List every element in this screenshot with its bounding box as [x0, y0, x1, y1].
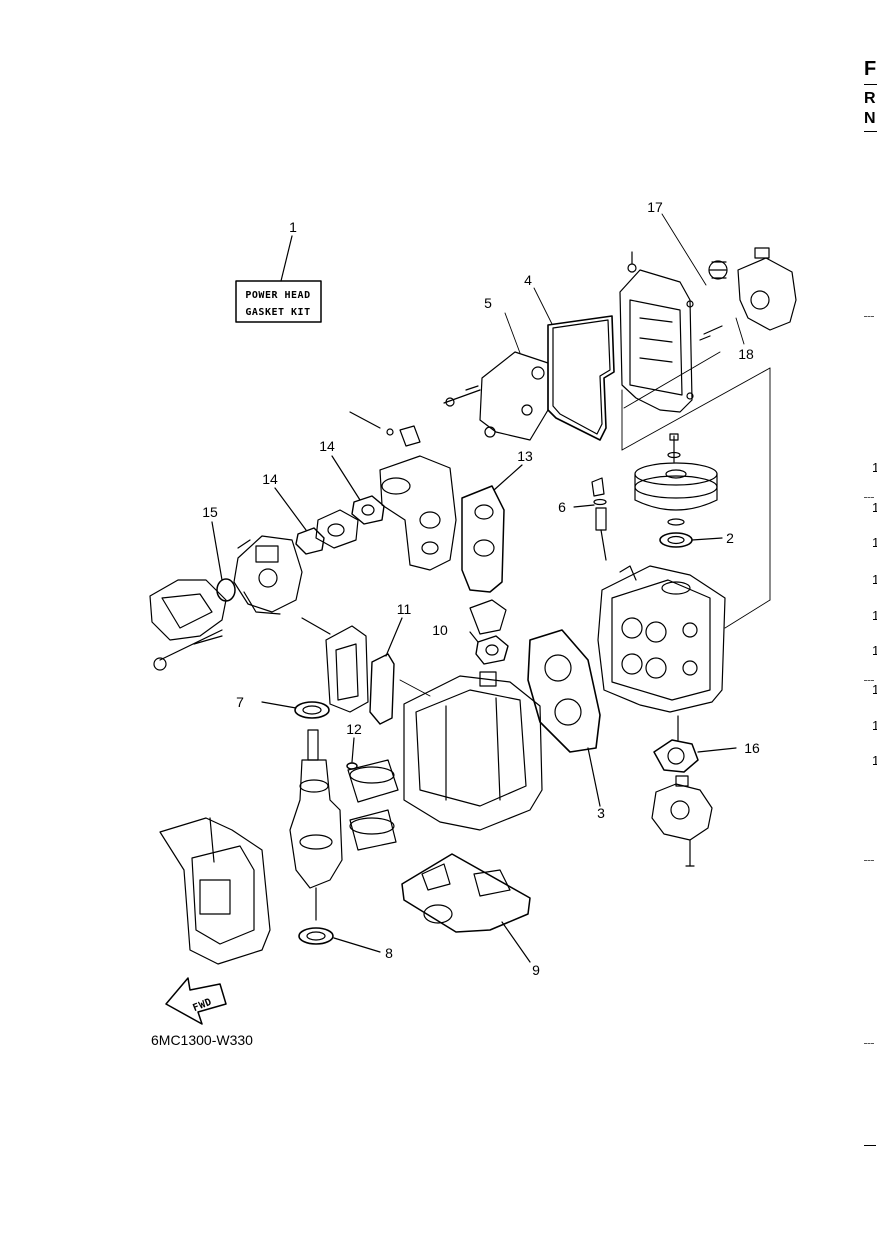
oil-seal-7: [261, 701, 330, 719]
callout-14-lower: 14: [262, 471, 278, 487]
edge-rule-2: [864, 131, 877, 132]
edge-number-1: 1: [872, 460, 877, 475]
callout-9: 9: [532, 962, 540, 978]
edge-dash-4: [864, 860, 874, 861]
gasket-14-upper: [331, 455, 385, 525]
guide-lines-top: [621, 351, 771, 629]
edge-rule-3: [864, 1145, 876, 1146]
valve-part-6: [573, 477, 607, 561]
gasket-16: [653, 715, 737, 773]
silencer-part: [149, 579, 227, 671]
cover-gasket-4: [547, 315, 615, 441]
callout-16: 16: [744, 740, 760, 756]
edge-number-2: 1: [872, 500, 877, 515]
small-seal-12: [346, 737, 358, 770]
power-head-gasket-kit-label: [235, 235, 322, 323]
cylinder-block-part: [399, 671, 543, 831]
head-gasket-3: [527, 629, 601, 807]
fwd-arrow: [165, 977, 227, 1025]
carburetor-part: [233, 535, 303, 615]
callout-12: 12: [346, 721, 362, 737]
cylinder-head-part: [597, 565, 726, 713]
callout-17: 17: [647, 199, 663, 215]
edge-number-6: 1: [872, 643, 877, 658]
edge-dash-2: [864, 497, 874, 498]
callout-18: 18: [738, 346, 754, 362]
callout-7: 7: [236, 694, 244, 710]
callout-5: 5: [484, 295, 492, 311]
anode-cover-plate-5: [443, 351, 549, 441]
edge-dash-5: [864, 1043, 874, 1044]
crankcase-part: [159, 817, 271, 965]
callout-4: 4: [524, 272, 532, 288]
kit-label-line2: GASKET KIT: [245, 307, 310, 318]
thermostat-housing-part: [699, 247, 797, 341]
oil-seal-2: [659, 532, 723, 548]
gasket-14-lower: [274, 487, 325, 555]
callout-2: 2: [726, 530, 734, 546]
edge-number-9: 1: [872, 753, 877, 768]
callout-6: 6: [558, 499, 566, 515]
exhaust-cover-part: [301, 617, 369, 713]
gasket-10-thermostat-cap: [469, 599, 509, 665]
diagram-reference-code: 6MC1300-W330: [151, 1032, 253, 1048]
callout-15: 15: [202, 504, 218, 520]
edge-dash-1: [864, 316, 874, 317]
leader-lines: [504, 213, 745, 354]
callout-14-upper: 14: [319, 438, 335, 454]
cylinder-head-cover-part: [619, 251, 694, 413]
callout-8: 8: [385, 945, 393, 961]
intake-gasket-13: [461, 464, 523, 593]
water-pump-part: [651, 775, 713, 867]
edge-number-5: 1: [872, 608, 877, 623]
adaptor-part: [315, 509, 359, 549]
edge-letter-2: R: [864, 90, 876, 107]
edge-rule-1: [864, 84, 877, 85]
crankshaft-part: [289, 729, 343, 921]
edge-dash-3: [864, 680, 874, 681]
flywheel-part: [634, 433, 718, 526]
pistons-part: [347, 759, 399, 851]
callout-1: 1: [289, 219, 297, 235]
edge-number-3: 1: [872, 535, 877, 550]
callout-3: 3: [597, 805, 605, 821]
kit-label-line1: POWER HEAD: [245, 290, 310, 301]
edge-letter-1: F: [864, 58, 877, 80]
gasket-11: [369, 617, 403, 725]
edge-number-8: 1: [872, 718, 877, 733]
fwd-arrow-label: FWD: [191, 997, 213, 1015]
callout-11: 11: [397, 601, 412, 617]
edge-number-7: 1: [872, 682, 877, 697]
callout-13: 13: [517, 448, 533, 464]
intake-manifold-part: [349, 411, 457, 571]
exhaust-gasket-9: [401, 853, 531, 963]
edge-letter-3: N: [864, 110, 876, 127]
oil-seal-8: [298, 927, 381, 953]
callout-10: 10: [432, 622, 448, 638]
edge-number-4: 1: [872, 572, 877, 587]
